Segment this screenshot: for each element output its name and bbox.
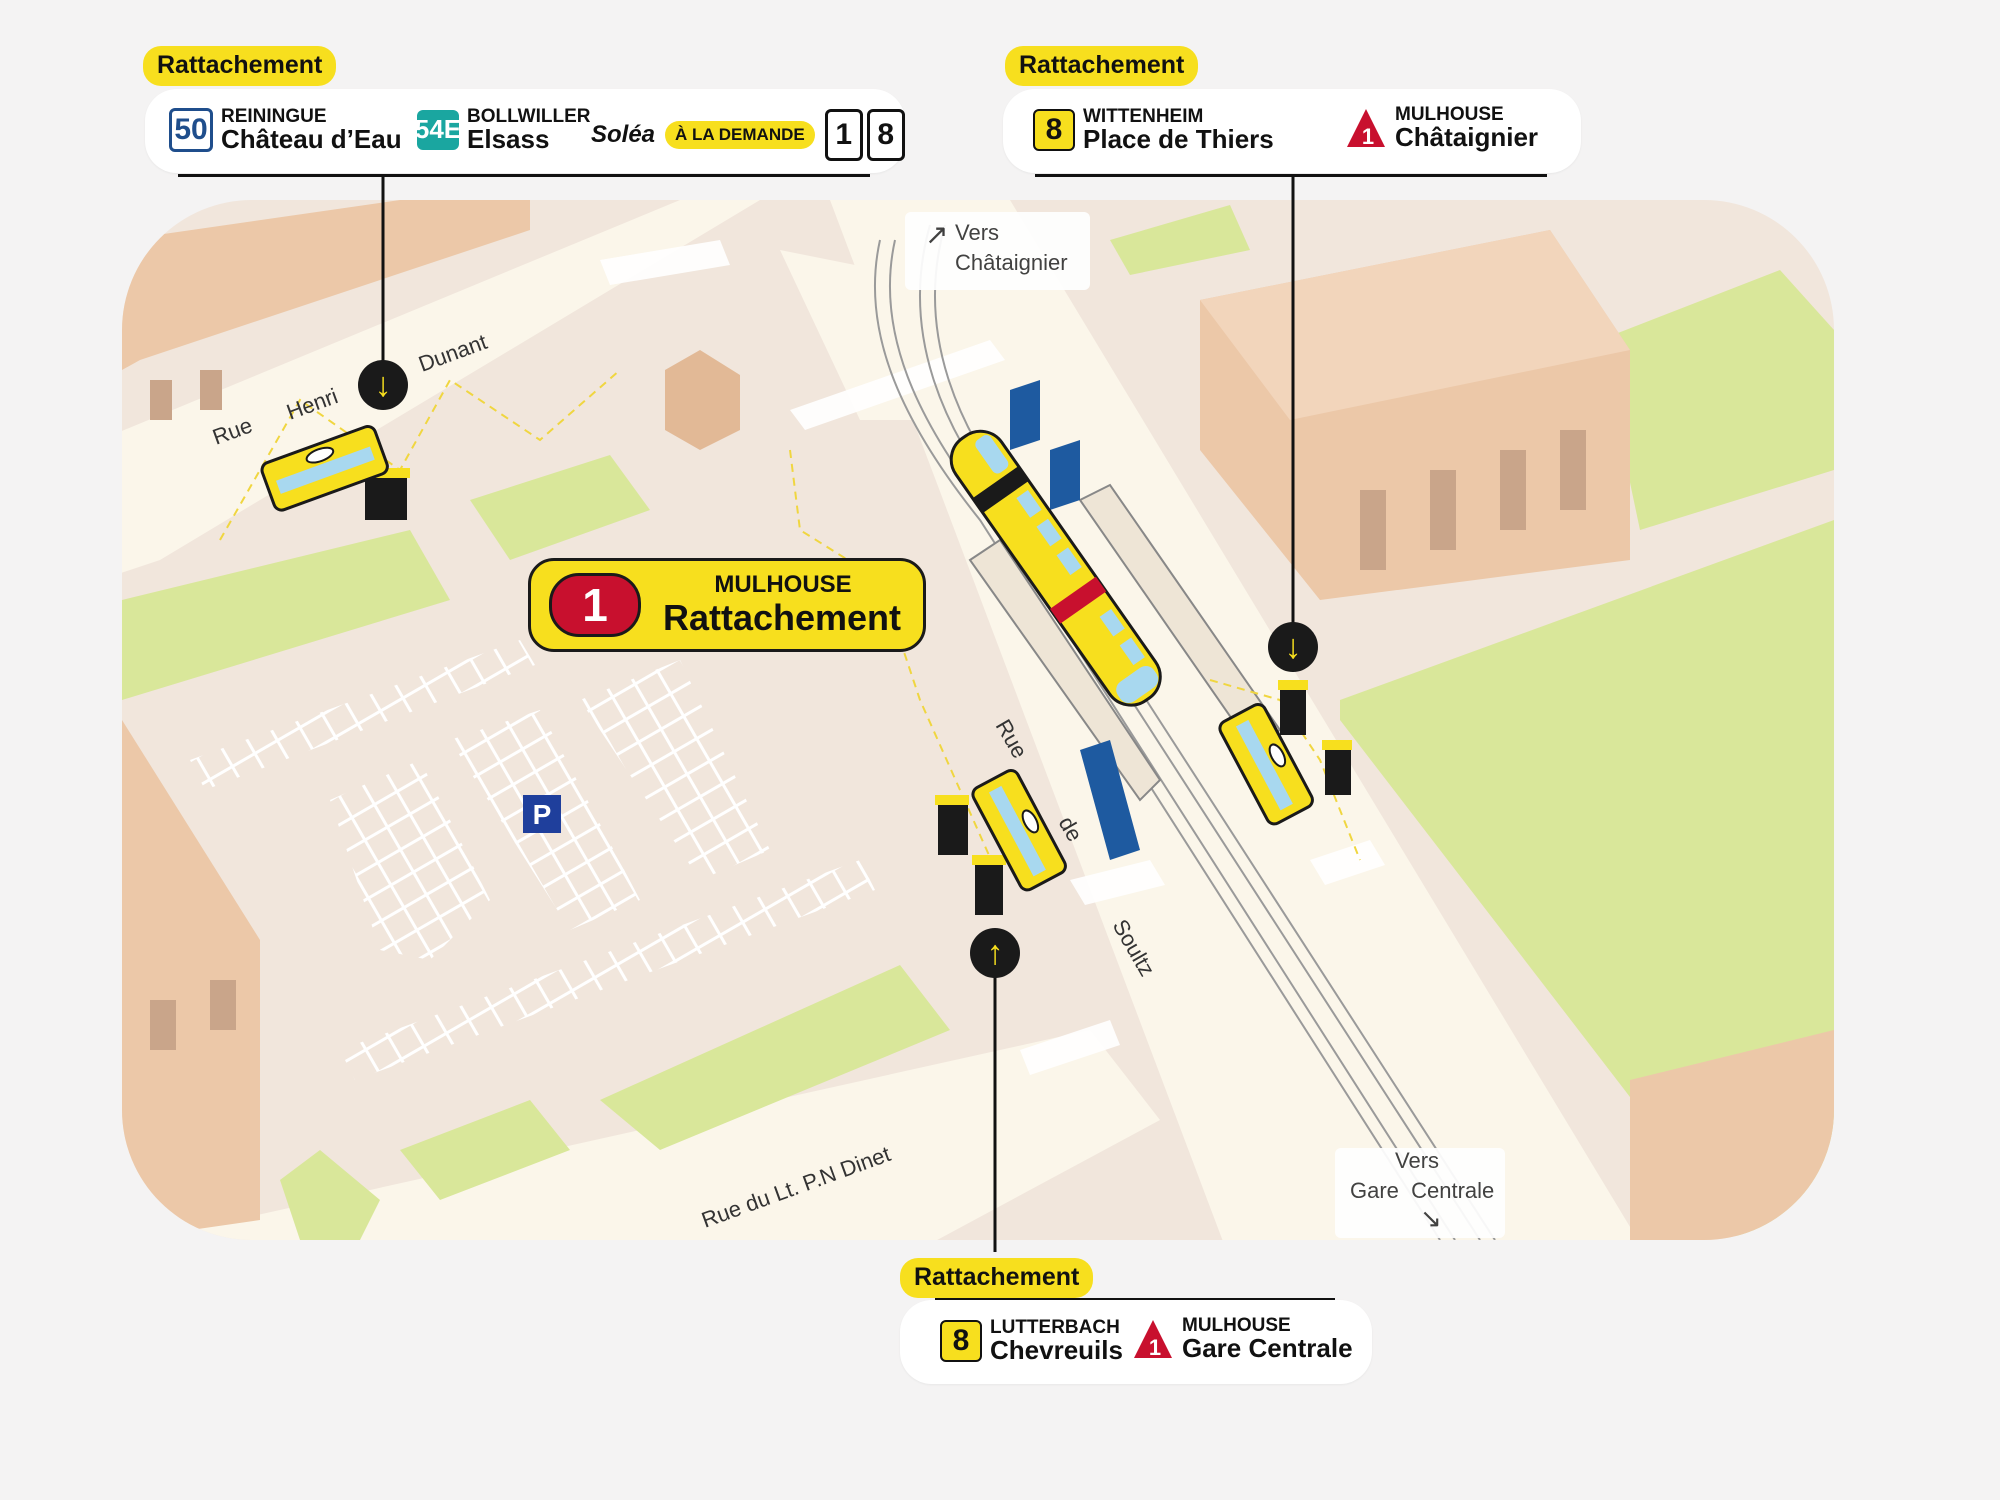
direction-north-line1: Vers xyxy=(955,220,1000,245)
arrow-down-icon: ↓ xyxy=(1268,622,1318,672)
main-station-label: 1 MULHOUSE Rattachement xyxy=(528,558,926,652)
shelter-building xyxy=(665,350,740,450)
tram-line-1-number: 1 xyxy=(582,579,608,631)
direction-north: ↗ Vers Châtaignier xyxy=(905,212,1090,290)
tram-icon xyxy=(949,429,1162,707)
parking-rows xyxy=(190,640,535,790)
grass-area xyxy=(1110,205,1250,275)
direction-north-line2: Châtaignier xyxy=(955,250,1068,275)
arrow-down-icon: ↓ xyxy=(358,360,408,410)
grass-area xyxy=(122,530,450,700)
main-station-name: Rattachement xyxy=(662,597,902,638)
line-8-badge: 8 xyxy=(940,1319,982,1362)
line-8-badge: 8 xyxy=(1033,108,1075,151)
grass-area xyxy=(600,965,950,1150)
stop-name: Chevreuils xyxy=(990,1335,1123,1365)
parking-rows xyxy=(330,760,490,960)
tram-line-1-icon: 1 xyxy=(1134,1319,1172,1360)
bus-icon xyxy=(1218,703,1314,826)
tram-line-1-icon: 1 xyxy=(1347,108,1385,149)
building xyxy=(1630,1030,1834,1240)
stop-city: MULHOUSE xyxy=(1182,1315,1291,1336)
digit-box: 1 xyxy=(824,109,863,161)
grass-area xyxy=(280,1150,380,1240)
callout-divider xyxy=(1035,174,1547,177)
callout-divider xyxy=(178,174,870,177)
parking-icon: P xyxy=(523,795,561,833)
svg-text:P: P xyxy=(533,799,552,830)
line-50-badge: 50 xyxy=(169,107,213,152)
arrow-southeast-icon: ↘ xyxy=(1420,1203,1442,1233)
stop-name: Elsass xyxy=(467,124,550,154)
solea-logo: Soléa xyxy=(591,121,656,148)
stop-city: REININGUE xyxy=(221,106,327,127)
bus-icon xyxy=(971,769,1067,892)
tram-line-1-badge xyxy=(549,573,641,637)
callout-divider xyxy=(935,1298,1335,1301)
bus-icon xyxy=(260,425,389,512)
tram-platform xyxy=(968,538,1162,802)
callout-top-right-title: Rattachement xyxy=(1005,46,1199,86)
grass-area xyxy=(1340,520,1834,1240)
grass-area xyxy=(400,1100,570,1200)
parking-rows xyxy=(340,860,875,1080)
callout-bottom-title: Rattachement xyxy=(900,1258,1094,1298)
bus-shelter xyxy=(365,475,1351,915)
callout-top-left-title: Rattachement xyxy=(143,46,337,86)
parking-rows xyxy=(580,660,770,880)
stop-name: Place de Thiers xyxy=(1083,124,1274,154)
digit-box: 8 xyxy=(866,109,905,161)
grass-area xyxy=(1600,270,1834,530)
direction-south: Vers Gare Centrale ↘ xyxy=(1335,1148,1505,1238)
building xyxy=(122,200,530,370)
stop-name: Châtaignier xyxy=(1395,122,1539,152)
stop-city: LUTTERBACH xyxy=(990,1317,1120,1338)
stop-city: WITTENHEIM xyxy=(1083,106,1204,127)
direction-south-line1: Vers xyxy=(1395,1148,1440,1173)
stop-name: Château d’Eau xyxy=(221,124,402,154)
svg-text:1: 1 xyxy=(1362,124,1374,149)
solea-on-demand: Soléa À LA DEMANDE 1 8 xyxy=(591,109,905,161)
stop-city: MULHOUSE xyxy=(1395,104,1504,125)
stop-name: Gare Centrale xyxy=(1182,1333,1353,1363)
grass-area xyxy=(470,455,650,560)
tram-shelter xyxy=(1010,380,1140,860)
line-54e-badge: 54E xyxy=(415,109,461,150)
building xyxy=(122,720,260,1240)
main-station-city: MULHOUSE xyxy=(714,571,852,598)
stop-city: BOLLWILLER xyxy=(467,106,591,127)
svg-text:1: 1 xyxy=(1149,1335,1161,1360)
direction-south-line2: Gare Centrale xyxy=(1350,1178,1495,1203)
arrow-up-icon: ↑ xyxy=(970,928,1020,978)
rue-henri-dunant-road xyxy=(122,200,760,580)
on-demand-tag: À LA DEMANDE xyxy=(665,121,815,149)
arrow-northeast-icon: ↗ xyxy=(925,219,949,250)
